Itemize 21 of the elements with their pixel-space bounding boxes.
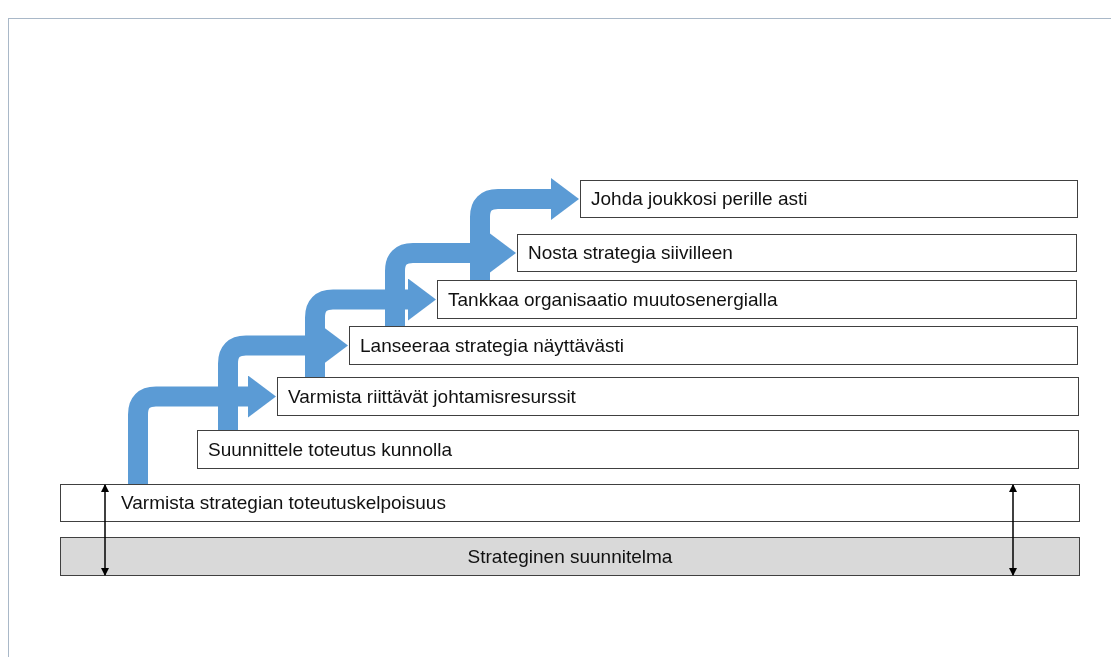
step-label: Varmista riittävät johtamisresurssit (288, 385, 576, 408)
step-label: Lanseeraa strategia näyttävästi (360, 334, 625, 357)
step-label: Varmista strategian toteutuskelpoisuus (121, 492, 446, 514)
step-label: Nosta strategia siivilleen (528, 242, 733, 264)
step-label: Strateginen suunnitelma (467, 545, 673, 568)
step-bar (197, 430, 1079, 469)
step-bar (277, 377, 1079, 416)
step-bar (349, 326, 1078, 365)
step-label: Tankkaa organisaatio muutosenergialla (448, 288, 778, 311)
step-bar (517, 234, 1077, 272)
step-bar (60, 537, 1080, 576)
double-arrow (101, 484, 109, 576)
double-arrow (1009, 484, 1017, 576)
bent-arrow (305, 278, 436, 377)
step-bar (437, 280, 1077, 319)
step-label: Johda joukkosi perille asti (591, 188, 808, 210)
bent-arrow (470, 178, 579, 280)
step-bar (60, 484, 1080, 522)
bent-arrow (128, 375, 276, 484)
step-label: Suunnittele toteutus kunnolla (208, 438, 452, 461)
step-bar (580, 180, 1078, 218)
